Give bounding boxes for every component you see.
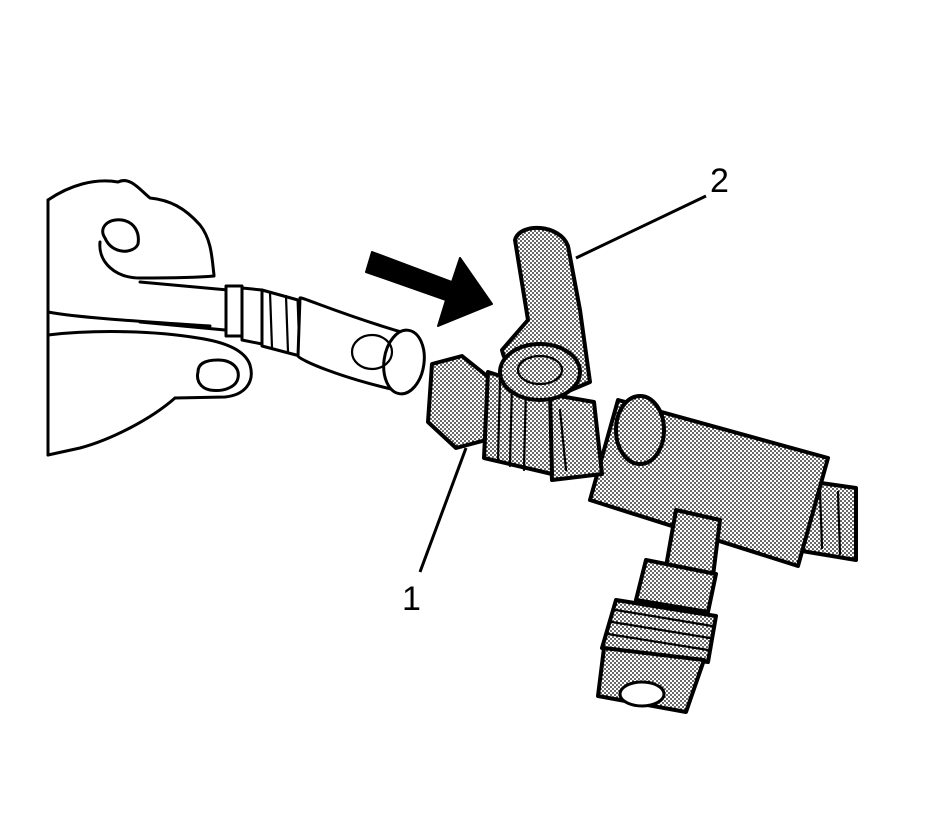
callout-label-2: 2 xyxy=(710,162,729,200)
callout-leader-1 xyxy=(418,447,468,573)
hand xyxy=(46,179,253,457)
arrow-right-icon xyxy=(365,251,493,327)
hose-coupler xyxy=(138,280,426,396)
callout-leader-2 xyxy=(575,194,707,260)
service-valve-assembly xyxy=(426,225,858,714)
callout-label-1: 1 xyxy=(402,580,421,618)
